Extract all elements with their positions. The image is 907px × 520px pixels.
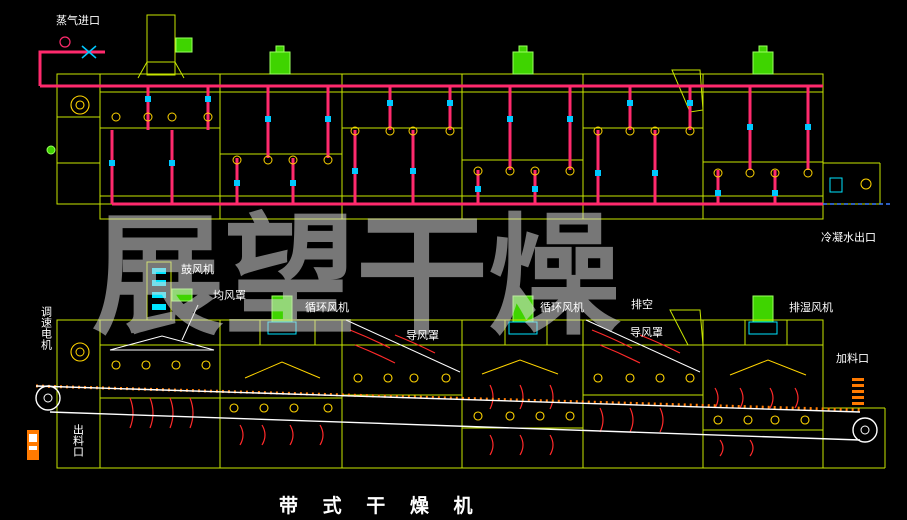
label-condensate-outlet: 冷凝水出口: [821, 230, 876, 244]
air-distribution-hoods: [109, 319, 807, 379]
lower-outer-frame: [56, 319, 824, 469]
label-feed-inlet: 加料口: [836, 351, 869, 365]
label-exhaust: 排空: [631, 297, 653, 311]
exhaust-stack: [146, 14, 176, 76]
blower-motor: [171, 288, 193, 302]
exhaust-outlet: [669, 309, 704, 346]
blower-housing: [146, 261, 172, 321]
label-dehumidify-fan: 排湿风机: [789, 300, 833, 314]
feed-hopper: [852, 378, 864, 405]
left-fan-wheel: [70, 95, 90, 115]
steam-blower-motor: [175, 37, 193, 53]
label-speed-motor: 调速电机: [40, 306, 53, 350]
steam-trap-icon: [829, 177, 843, 193]
conveyor-belt: [35, 384, 878, 443]
inlet-valve-icon: [81, 45, 97, 59]
steam-pipe-network: [38, 50, 890, 206]
left-drain-valve: [46, 145, 56, 155]
watermark-text: 展望干燥: [92, 200, 621, 354]
label-steam-inlet: 蒸气进口: [56, 13, 100, 27]
label-air-guide-hood-1: 导风罩: [406, 329, 439, 342]
top-fan-motor-3: [752, 45, 774, 75]
top-fan-motor-2: [512, 45, 534, 75]
speed-motor-icon: [70, 342, 90, 362]
upper-dryer-section: [38, 14, 890, 220]
conveyor-rollers: [111, 360, 810, 425]
top-fan-motor-1: [269, 45, 291, 75]
head-pulley: [35, 385, 61, 411]
hot-air-flows: [129, 329, 799, 457]
circulation-fan-2: [504, 295, 548, 346]
lower-dryer-section: [27, 261, 886, 469]
label-circulation-fan-2: 循环风机: [540, 300, 584, 314]
label-discharge-outlet: 出料口: [72, 423, 85, 457]
blower-vanes: [152, 268, 166, 310]
tail-pulley: [852, 417, 878, 443]
pressure-gauge-icon: [59, 36, 71, 48]
diagram-title: 带 式 干 燥 机: [279, 494, 481, 517]
label-air-guide-hood-2: 导风罩: [630, 326, 663, 339]
circulation-fan-1: [259, 295, 316, 346]
label-distribution-hood: 均风罩: [213, 289, 246, 302]
condensate-pump-icon: [860, 178, 872, 190]
label-blower: 鼓风机: [181, 262, 214, 276]
exhaust-duct: [671, 69, 704, 113]
label-circulation-fan-1: 循环风机: [305, 300, 349, 314]
dehumidify-fan: [744, 295, 788, 346]
